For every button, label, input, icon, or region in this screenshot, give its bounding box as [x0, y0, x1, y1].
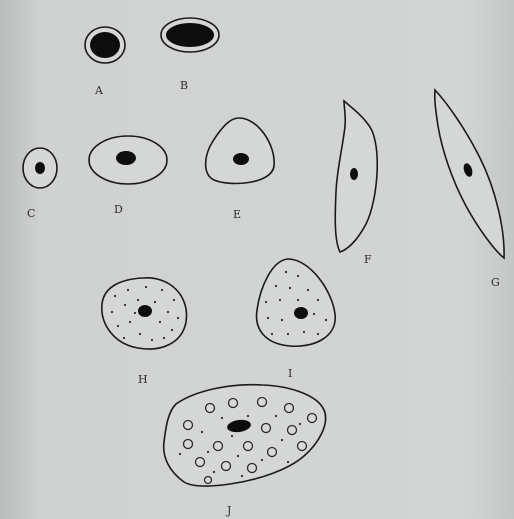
label-j: J	[226, 504, 231, 517]
label-c: C	[27, 207, 35, 220]
cell-b-nucleus	[166, 23, 214, 47]
label-e: E	[233, 208, 241, 221]
label-f: F	[364, 253, 372, 266]
label-h: H	[138, 373, 148, 386]
label-d: D	[114, 203, 123, 216]
label-g: G	[491, 276, 500, 289]
cell-f-nucleus	[350, 168, 358, 180]
cell-h-nucleus	[138, 305, 152, 317]
label-b: B	[180, 79, 188, 92]
cell-i-nucleus	[294, 307, 308, 319]
cell-c-nucleus	[35, 162, 45, 174]
cell-a-nucleus	[90, 32, 120, 58]
cell-e-nucleus	[233, 153, 249, 165]
label-a: A	[94, 84, 104, 97]
cell-d-nucleus	[116, 151, 136, 165]
label-i: I	[288, 367, 292, 380]
